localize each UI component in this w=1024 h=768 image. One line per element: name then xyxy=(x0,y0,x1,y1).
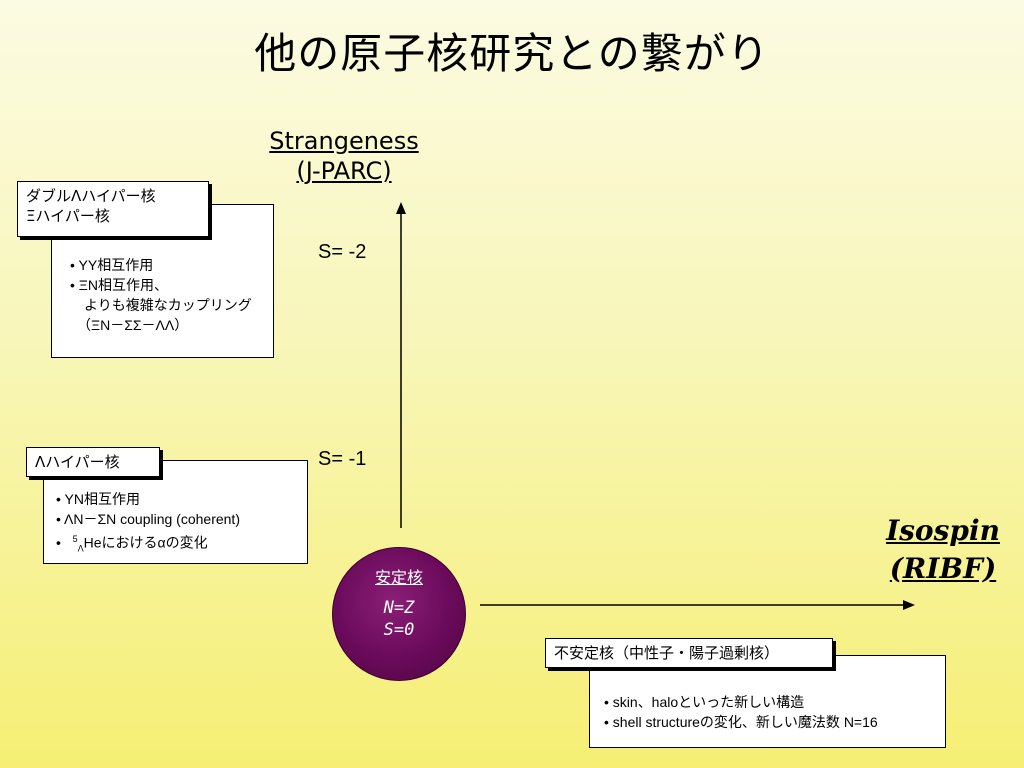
unstable-nucleus-tag: 不安定核（中性子・陽子過剰核） xyxy=(545,638,833,668)
xi-hyper-tag-line2: Ξハイパー核 xyxy=(26,207,110,225)
he-alpha-text: Heにおけるαの変化 xyxy=(83,534,208,551)
s-minus-2-label: S= -2 xyxy=(318,241,367,263)
jparc-label: (J-PARC) xyxy=(296,157,392,185)
lambda-sub: Λ xyxy=(77,543,84,554)
list-item: • ΞN相互作用、 xyxy=(70,277,168,293)
stable-nucleus-title: 安定核 xyxy=(374,568,423,587)
lambda-hyper-tag: Λハイパー核 xyxy=(26,447,160,477)
ribf-label: (RIBF) xyxy=(889,552,997,585)
double-hyper-list: • YY相互作用 • ΞN相互作用、 よりも複雑なカップリング （ΞN－ΣΣ－Λ… xyxy=(70,255,252,335)
page-title: 他の原子核研究との繋がり xyxy=(254,29,770,78)
list-item: • YN相互作用 xyxy=(56,491,140,507)
double-hyper-tag: ダブルΛハイパー核 Ξハイパー核 xyxy=(17,181,209,237)
list-item: • YY相互作用 xyxy=(70,257,154,273)
unstable-nucleus-box: • skin、haloといった新しい構造 • shell structureの変… xyxy=(589,655,946,748)
double-hyper-tag-line1: ダブルΛハイパー核 xyxy=(26,187,156,205)
mass-number-sup: 5 xyxy=(72,534,78,544)
list-item: • skin、haloといった新しい構造 xyxy=(604,694,805,710)
list-item: よりも複雑なカップリング xyxy=(70,297,252,313)
isospin-label: Isospin xyxy=(886,514,1000,547)
n-equals-z: N=Z xyxy=(383,598,415,618)
s-minus-1-label: S= -1 xyxy=(318,448,367,470)
unstable-list: • skin、haloといった新しい構造 • shell structureの変… xyxy=(604,692,878,732)
vertical-arrowhead xyxy=(396,202,406,214)
lambda-hyper-list: • YN相互作用 • ΛN－ΣN coupling (coherent) • 5… xyxy=(56,489,240,558)
isospin-axis-label: Isospin (RIBF) xyxy=(872,512,1014,588)
strangeness-label: Strangeness xyxy=(269,127,419,155)
lambda-hyper-box: • YN相互作用 • ΛN－ΣN coupling (coherent) • 5… xyxy=(43,460,308,564)
bullet: • xyxy=(56,534,73,551)
list-item: • shell structureの変化、新しい魔法数 N=16 xyxy=(604,714,878,730)
stable-nucleus-node: 安定核 N=Z S=0 xyxy=(332,547,466,681)
s-equals-zero: S=0 xyxy=(383,620,415,640)
list-item: • 5ΛHeにおけるαの変化 xyxy=(56,529,240,558)
horizontal-arrowhead xyxy=(903,600,915,610)
strangeness-axis-label: Strangeness (J-PARC) xyxy=(240,126,448,186)
list-item: • ΛN－ΣN coupling (coherent) xyxy=(56,511,240,527)
list-item: （ΞN－ΣΣ－ΛΛ） xyxy=(70,317,189,333)
